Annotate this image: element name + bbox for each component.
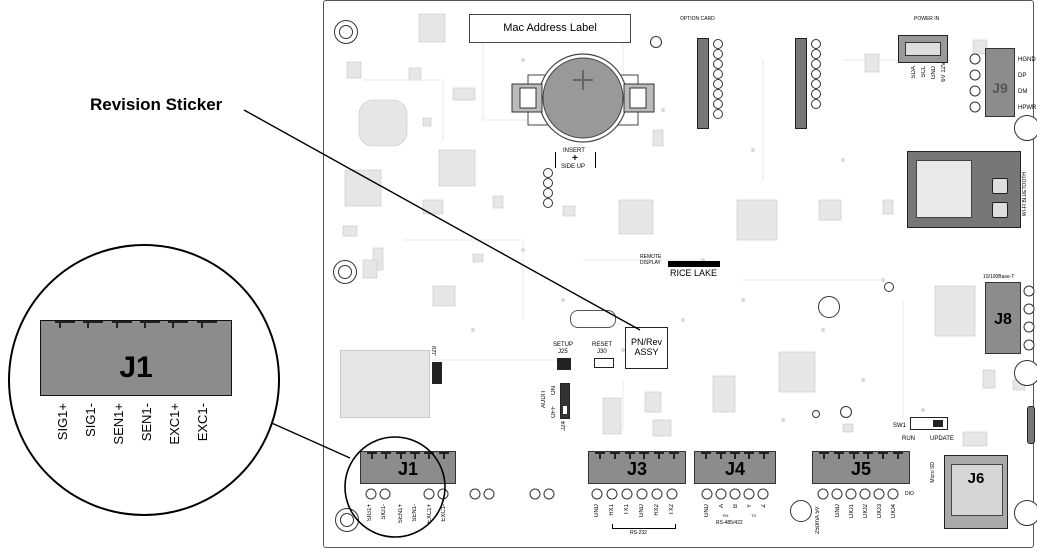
remote-display-label: REMOTE DISPLAY — [640, 254, 662, 266]
via-ring-4 — [840, 406, 852, 418]
j4-label: J4 — [724, 459, 746, 479]
j9-label: J9 — [992, 80, 1008, 96]
j25-jumper — [557, 358, 571, 370]
insert-label: INSERT — [563, 148, 585, 154]
j1-zoom-pin-3: SEN1+ — [111, 403, 126, 445]
j1-board-label: J1 — [397, 459, 419, 479]
j4-connector: J4 — [694, 451, 776, 484]
power-in-label: POWER IN — [914, 16, 940, 22]
j8-connector: J8 — [985, 282, 1021, 354]
wifi-module — [907, 151, 1021, 228]
pn-rev-text: PN/Rev — [630, 337, 662, 347]
update-label: UPDATE — [930, 436, 954, 442]
j30-header — [594, 358, 614, 368]
j29-jumper — [432, 362, 442, 384]
mounting-hole-bottom-center — [790, 500, 812, 522]
dio-label: DIO — [905, 491, 914, 497]
j9-pin-dp: DP — [1018, 73, 1027, 79]
side-up-label: SIDE UP — [561, 164, 586, 170]
via-ring-3 — [812, 410, 820, 418]
j8-pin-rings — [1023, 285, 1035, 351]
mounting-hole-top-right — [1014, 115, 1037, 141]
j1-zoom-pin-6: EXC1- — [195, 403, 210, 442]
j9-pin-hpwr: HPWR — [1018, 105, 1037, 111]
option-card-label: OPTION CARD — [680, 16, 715, 22]
j1-zoom-pin-5: EXC1+ — [167, 403, 182, 445]
terminal-block-outline — [340, 350, 430, 418]
j4-rx-sub: RX — [723, 513, 729, 518]
revision-sticker-callout: Revision Sticker — [90, 95, 223, 114]
j4-tx-sub: TX — [751, 513, 757, 518]
rs232-bracket — [612, 524, 676, 529]
j30-label: J30 — [597, 349, 607, 355]
board-traces — [342, 13, 1026, 447]
j5-label: J5 — [850, 459, 872, 479]
j3-label: J3 — [626, 459, 648, 479]
sw1-label: SW1 — [893, 423, 907, 429]
mounting-hole-bottom-left-inner — [340, 513, 354, 527]
arrow-right — [595, 152, 596, 168]
micro-sd-socket: J6 — [944, 455, 1008, 529]
mounting-hole-top-left-inner — [339, 25, 353, 39]
plus-label: + — [572, 153, 578, 164]
header-option-card-right — [795, 38, 807, 129]
sw1-switch — [910, 417, 948, 430]
ethernet-label: 10/100Base-T — [983, 274, 1015, 280]
run-label: RUN — [902, 436, 915, 442]
j1-zoom-pin-1: SIG1+ — [55, 403, 70, 441]
j9-pin-rings — [969, 53, 981, 113]
j1-zoom-pin-2: SIG1- — [83, 403, 98, 437]
setup-label: SETUP — [553, 342, 574, 348]
via-ring-1 — [818, 296, 840, 318]
j1-zoom-connector: J1 — [40, 320, 232, 396]
remote-display-header — [668, 261, 720, 267]
pn-rev-sticker: PN/Rev ASSY — [625, 327, 668, 369]
arrow-left — [555, 152, 556, 168]
j9-pin-hgnd: HGND — [1018, 57, 1036, 63]
mounting-hole-mid-right — [1014, 360, 1037, 386]
j1-connector: J1 — [360, 451, 456, 484]
rs485-label: RS-485/422 — [716, 520, 743, 526]
j6-label: J6 — [967, 470, 985, 487]
power-in-connector — [898, 35, 948, 63]
j1-zoom-pin-4: SEN1- — [139, 403, 154, 442]
rs232-label: RS-232 — [630, 530, 647, 536]
mac-address-label-text: Mac Address Label — [503, 22, 597, 34]
mac-address-label-box: Mac Address Label — [469, 14, 631, 43]
j1-zoom-label: J1 — [119, 351, 153, 384]
edge-component-right — [1027, 406, 1035, 444]
j9-connector: J9 — [985, 48, 1015, 117]
header-rings — [713, 39, 821, 119]
header-option-card-left — [697, 38, 709, 129]
oval-component — [570, 310, 616, 328]
assy-text: ASSY — [634, 347, 659, 357]
via-ring-2 — [884, 282, 894, 292]
j9-pin-dm: DM — [1018, 89, 1028, 95]
mounting-hole-bottom-right — [1014, 500, 1037, 526]
j25-label: J25 — [558, 349, 568, 355]
coin-battery-holder — [511, 53, 655, 143]
j3-connector: J3 — [588, 451, 686, 484]
j24-jumper — [560, 383, 570, 419]
mounting-hole-mid-left-inner — [338, 265, 352, 279]
rice-lake-label: RICE LAKE — [670, 268, 718, 278]
mounting-hole-center — [650, 36, 662, 48]
j5-connector: J5 — [812, 451, 910, 484]
j8-label: J8 — [994, 311, 1012, 328]
bottom-pin-rings — [365, 488, 899, 500]
reset-label: RESET — [592, 342, 613, 348]
header-rings-left — [543, 168, 553, 208]
